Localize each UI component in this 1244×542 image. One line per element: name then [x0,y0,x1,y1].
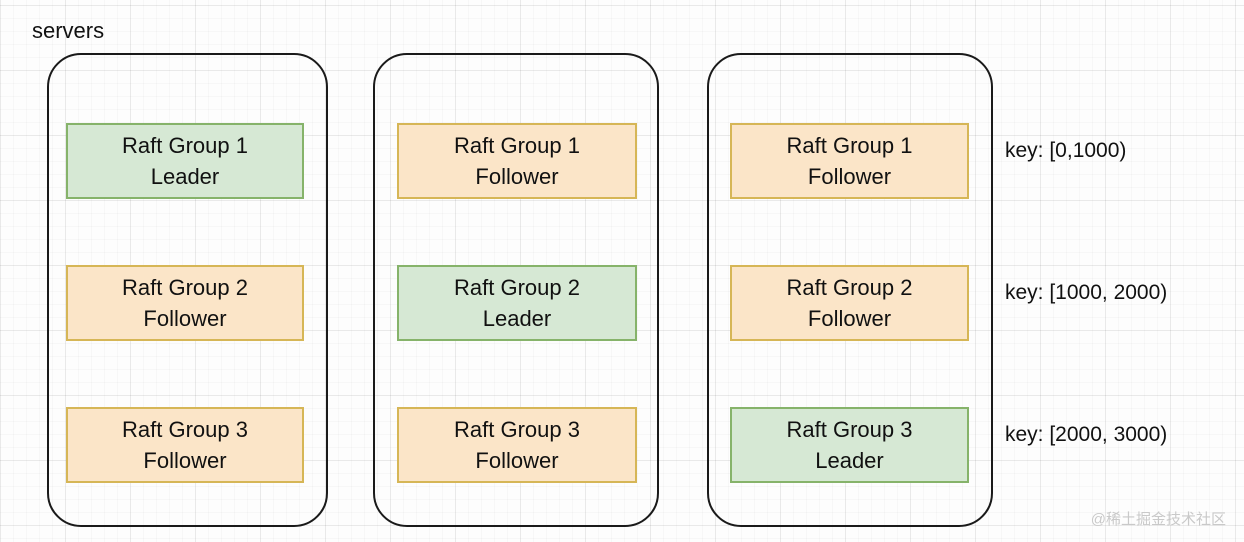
raft-node-role-label: Follower [143,448,227,473]
key-range-label-1: key: [0,1000) [1005,139,1127,162]
raft-node-role-label: Leader [482,306,552,331]
server-container-3 [707,53,993,527]
key-range-label-2: key: [1000, 2000) [1005,281,1168,304]
raft-node-role-label: Follower [807,306,892,331]
raft-node-role-label: Follower [475,448,559,473]
raft-node-s1-g3[interactable]: Raft Group 3 Follower [66,407,304,483]
raft-node-role-label: Leader [815,448,884,473]
server-container-2 [373,53,659,527]
raft-node-group-label: Raft Group 1 [122,133,248,158]
servers-label: servers [32,18,105,43]
key-range-label-3: key: [2000, 3000) [1005,423,1168,446]
raft-node-s2-g2[interactable]: Raft Group 2 Leader [397,265,637,341]
raft-node-s3-g2[interactable]: Raft Group 2 Follower [730,265,969,341]
raft-node-s3-g1[interactable]: Raft Group 1 Follower [730,123,969,199]
raft-node-role-label: Leader [150,164,220,189]
raft-node-group-label: Raft Group 2 [122,275,248,300]
raft-node-group-label: Raft Group 1 [454,133,580,158]
raft-node-s2-g1[interactable]: Raft Group 1 Follower [397,123,637,199]
watermark: @稀土掘金技术社区 [1090,511,1226,528]
raft-node-group-label: Raft Group 3 [454,417,580,442]
raft-node-role-label: Follower [475,164,559,189]
raft-node-group-label: Raft Group 1 [786,133,913,158]
raft-node-role-label: Follower [807,164,892,189]
raft-node-group-label: Raft Group 2 [786,275,913,300]
raft-node-group-label: Raft Group 2 [454,275,580,300]
raft-node-s1-g1[interactable]: Raft Group 1 Leader [66,123,304,199]
raft-node-s1-g2[interactable]: Raft Group 2 Follower [66,265,304,341]
raft-node-role-label: Follower [143,306,227,331]
raft-node-group-label: Raft Group 3 [786,417,913,442]
raft-node-s3-g3[interactable]: Raft Group 3 Leader [730,407,969,483]
raft-node-s2-g3[interactable]: Raft Group 3 Follower [397,407,637,483]
server-container-1 [47,53,328,527]
raft-node-group-label: Raft Group 3 [122,417,248,442]
